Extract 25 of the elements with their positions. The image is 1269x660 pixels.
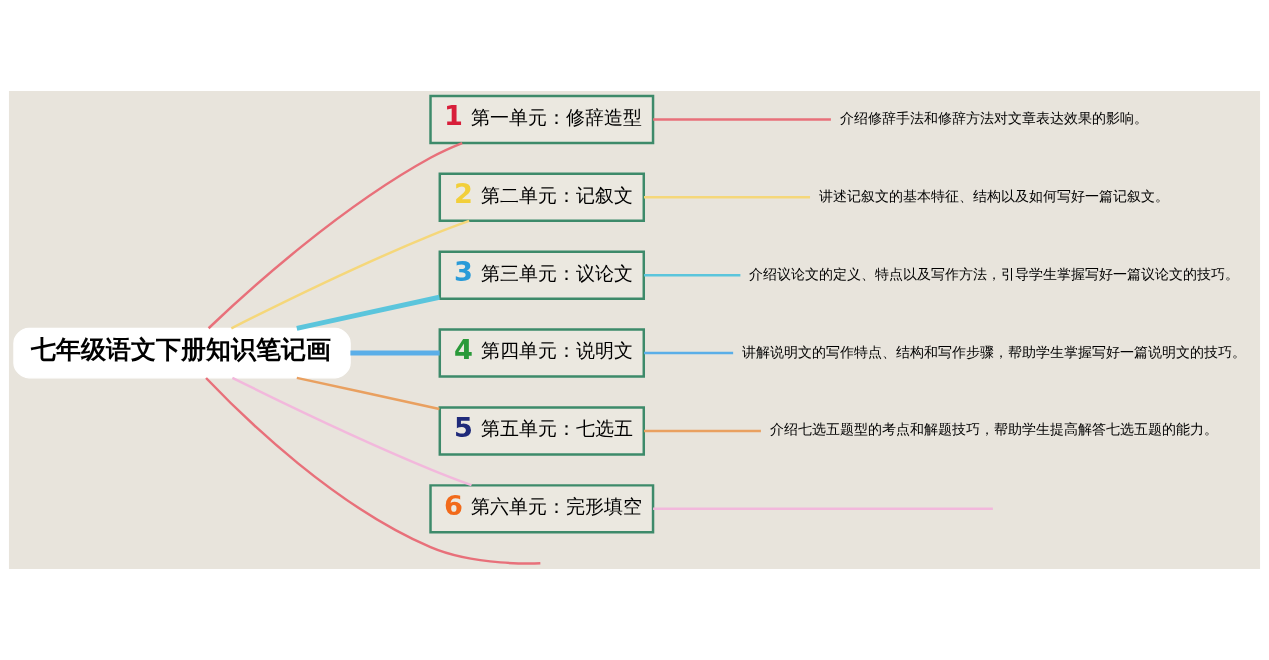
- node-text: 介绍议论文的定义、特点以及写作方法，引导学生掌握写好一篇议论文的技巧。: [749, 265, 1240, 282]
- connector: [296, 376, 440, 411]
- node-text: 讲解说明文的写作特点、结构和写作步骤，帮助学生掌握写好一篇说明文的技巧。: [742, 343, 1247, 360]
- node-box: 4 第四单元：说明文: [438, 328, 645, 378]
- node-box: 5 第五单元：七选五: [438, 406, 645, 456]
- connector: [644, 273, 741, 277]
- connector: [644, 351, 734, 355]
- connector: [230, 219, 470, 330]
- connector: [350, 350, 440, 356]
- node-box: 6 第六单元：完形填空: [429, 484, 655, 534]
- connector: [653, 118, 831, 121]
- node-box: 1 第一单元：修辞造型: [429, 94, 655, 145]
- node-box: 2 第二单元：记叙文: [438, 172, 645, 223]
- node-box: 3 第三单元：议论文: [438, 250, 645, 300]
- connector: [231, 376, 472, 487]
- connector: [644, 429, 761, 433]
- node-text: 介绍修辞手法和修辞方法对文章表达效果的影响。: [840, 109, 1149, 126]
- connector: [207, 141, 463, 330]
- connector: [205, 377, 541, 565]
- node-text: 讲述记叙文的基本特征、结构以及如何写好一篇记叙文。: [819, 187, 1170, 204]
- connector: [644, 196, 811, 199]
- node-text: 介绍七选五题型的考点和解题技巧，帮助学生提高解答七选五题的能力。: [770, 421, 1219, 438]
- connector: [653, 507, 993, 511]
- node-box: 七年级语文下册知识笔记画: [13, 327, 351, 379]
- connector: [296, 294, 440, 331]
